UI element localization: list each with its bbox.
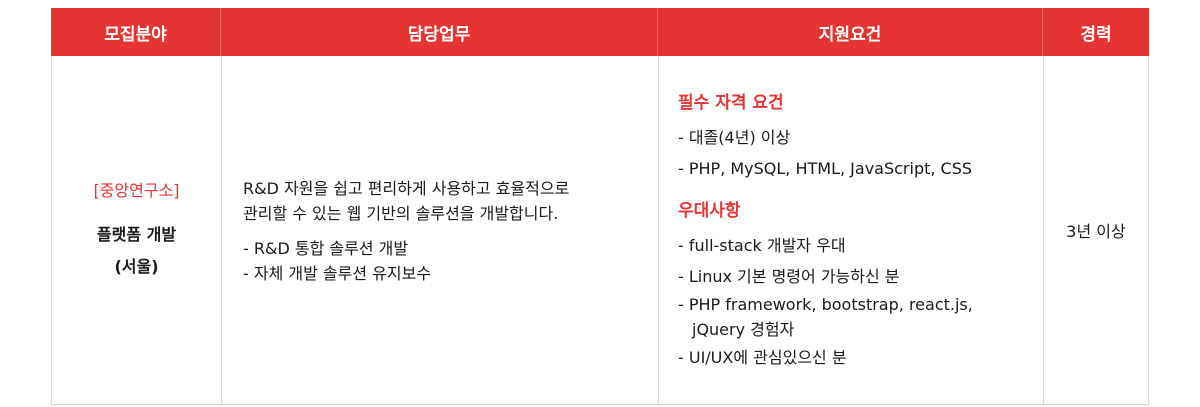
header-requirements: 지원요건 (658, 8, 1043, 56)
duty-intro-line1: R&D 자원을 쉽고 편리하게 사용하고 효율적으로 (243, 179, 570, 198)
career-cell: 3년 이상 (1043, 56, 1149, 404)
preferred-item: - UI/UX에 관심있으신 분 (678, 348, 847, 367)
header-career: 경력 (1080, 24, 1112, 45)
field-name-line2: (서울) (114, 257, 159, 276)
table-row: [중앙연구소] 플랫폼 개발 (서울) R&D 자원을 쉽고 편리하게 사용하고… (51, 56, 1149, 405)
preferred-item: - full-stack 개발자 우대 (678, 236, 846, 255)
requirements-cell: 필수 자격 요건 - 대졸(4년) 이상 - PHP, MySQL, HTML,… (658, 56, 1043, 404)
duty-cell: R&D 자원을 쉽고 편리하게 사용하고 효율적으로 관리할 수 있는 웹 기반… (221, 56, 658, 404)
preferred-item: - PHP framework, bootstrap, react.js, (678, 295, 973, 314)
table-header-row: 모집분야 담당업무 지원요건 경력 (51, 8, 1149, 56)
preferred-title: 우대사항 (678, 201, 741, 221)
duty-item: - R&D 통합 솔루션 개발 (243, 239, 409, 258)
required-title: 필수 자격 요건 (678, 93, 784, 113)
duty-intro: R&D 자원을 쉽고 편리하게 사용하고 효율적으로 관리할 수 있는 웹 기반… (243, 176, 658, 226)
duty-intro-line2: 관리할 수 있는 웹 기반의 솔루션을 개발합니다. (243, 204, 559, 223)
field-name-line1: 플랫폼 개발 (96, 225, 177, 244)
header-duty: 담당업무 (221, 8, 658, 56)
preferred-item: - Linux 기본 명령어 가능하신 분 (678, 267, 900, 286)
field-cell: [중앙연구소] 플랫폼 개발 (서울) (51, 56, 221, 404)
job-posting-table: 모집분야 담당업무 지원요건 경력 [중앙연구소] 플랫폼 개발 (서울) R&… (51, 8, 1149, 405)
preferred-item-continued: jQuery 경험자 (692, 320, 795, 339)
section-gap (678, 184, 1043, 196)
header-field: 모집분야 (51, 8, 221, 56)
required-item: - 대졸(4년) 이상 (678, 128, 791, 147)
career-value: 3년 이상 (1066, 222, 1126, 241)
required-item: - PHP, MySQL, HTML, JavaScript, CSS (678, 159, 973, 178)
field-tag: [중앙연구소] (93, 181, 180, 200)
duty-item: - 자체 개발 솔루션 유지보수 (243, 264, 432, 283)
